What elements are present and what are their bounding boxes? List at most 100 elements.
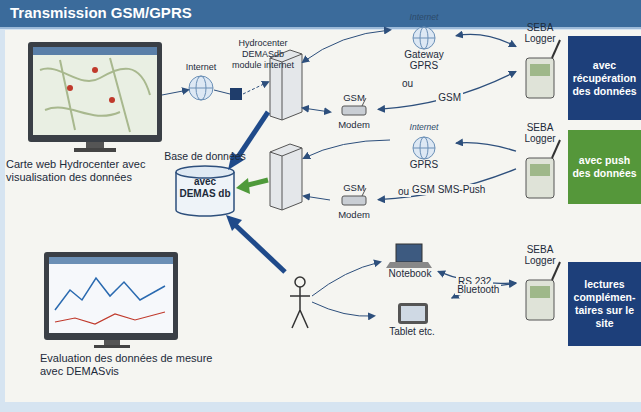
internet-globe <box>162 90 188 95</box>
caption-box: Carte web Hydrocenter avec visualisation… <box>6 158 156 184</box>
node-text: SEBA Logger <box>516 22 564 44</box>
internet-globe <box>162 76 268 100</box>
link-arrow <box>452 283 516 298</box>
tablet-icon <box>401 306 425 321</box>
node-text: Tablet etc. <box>372 326 452 337</box>
monitor-map <box>92 67 98 73</box>
logger-device <box>526 158 554 198</box>
monitor-map <box>109 97 115 103</box>
tablet: Tablet etc. <box>372 298 452 337</box>
link-arrow <box>378 169 516 200</box>
monitor-map <box>67 85 73 91</box>
notebook-icon <box>396 244 422 262</box>
mode-panel: lectures complémen- taires sur le site <box>568 262 641 346</box>
monitor-chart <box>44 252 178 340</box>
server-links <box>303 30 390 200</box>
gprs-globe <box>413 38 435 39</box>
tablet-icon <box>398 303 428 324</box>
note-label: ou <box>400 78 415 89</box>
node-text: GSM <box>330 92 378 103</box>
database: Base de données avec DEMAS db <box>150 150 260 200</box>
node-text: Notebook <box>382 268 438 279</box>
server-links <box>303 108 330 112</box>
node-text: Modem <box>330 209 378 220</box>
monitor-chart <box>49 257 173 333</box>
database-cylinder <box>176 166 234 216</box>
link-arrow <box>456 34 516 46</box>
node-text: lectures complémen- taires sur le site <box>571 278 638 330</box>
monitor-map <box>28 42 162 152</box>
gprs-globe <box>413 27 435 49</box>
logger-device <box>526 58 554 98</box>
modem-icon <box>342 196 366 205</box>
link-arrow <box>456 143 516 152</box>
notebook-icon <box>386 244 432 268</box>
logger-device <box>526 40 560 320</box>
tablet-icon <box>398 303 428 324</box>
gprs-globe <box>413 137 435 159</box>
node-text: SEBA Logger <box>516 244 564 266</box>
notebook-icon <box>386 262 432 268</box>
monitor-chart <box>55 278 165 310</box>
gsm-modem: GSM Modem <box>330 92 378 130</box>
internet-globe-label: Internet <box>178 62 224 73</box>
server <box>270 50 302 210</box>
monitor-map <box>40 58 150 132</box>
internet-globe <box>189 76 213 100</box>
person <box>290 277 310 328</box>
seba-logger: SEBA Logger <box>516 122 564 196</box>
title-text: Transmission GSM/GPRS <box>10 4 192 21</box>
server-links <box>304 140 390 158</box>
node-text: Base de données <box>150 150 260 162</box>
modem-icon <box>342 106 366 115</box>
person <box>295 277 305 287</box>
logger-device <box>530 286 550 298</box>
monitor-chart <box>49 257 173 264</box>
node-text: GPRS <box>392 159 456 170</box>
monitor-map <box>33 47 157 55</box>
node-text: Evaluation des données de mesure avec DE… <box>40 352 220 378</box>
logger-device <box>526 280 554 320</box>
server <box>270 148 302 210</box>
logger-device <box>530 64 550 76</box>
server-links <box>303 30 390 62</box>
gprs-globe <box>413 27 435 159</box>
monitor-map <box>33 47 157 135</box>
edge-label: GSM SMS-Push <box>410 184 487 195</box>
mode-panel: avec push des données <box>568 130 641 204</box>
gateway-globe: InternetGPRS <box>392 122 456 170</box>
seba-logger: SEBA Logger <box>516 22 564 96</box>
big-arrows <box>226 215 242 231</box>
server <box>270 144 302 210</box>
notebook: Notebook <box>382 240 438 279</box>
logger-device <box>530 164 550 176</box>
edge-label: GSM <box>436 92 463 103</box>
node-text: Hydrocenter DEMASdb module internet <box>228 38 298 71</box>
caption-box: Evaluation des données de mesure avec DE… <box>40 352 220 378</box>
module-label: Hydrocenter DEMASdb module internet <box>228 38 298 71</box>
node-text: Modem <box>330 119 378 130</box>
node-text: avec DEMAS db <box>176 176 234 200</box>
gsm-modem: GSMModem <box>330 182 378 220</box>
monitor-map <box>28 42 162 142</box>
internet-globe <box>243 82 268 94</box>
monitor-map <box>74 148 116 152</box>
note-label: ou <box>396 186 411 197</box>
monitor-chart <box>104 340 120 345</box>
big-arrows <box>232 222 285 272</box>
internet-globe <box>189 88 213 89</box>
node-text: SEBA Logger <box>516 122 564 144</box>
node-text: avec récupération des données <box>571 59 638 98</box>
person <box>290 287 310 328</box>
mode-panel: avec récupération des données <box>568 36 641 120</box>
big-arrows <box>226 112 285 272</box>
monitor-chart <box>55 312 165 324</box>
server-links <box>304 196 330 200</box>
person-links <box>312 262 380 296</box>
node-text: Gateway GPRS <box>392 49 456 71</box>
monitor-chart <box>94 345 130 348</box>
node-text: avec push des données <box>571 154 638 180</box>
background <box>5 30 641 402</box>
